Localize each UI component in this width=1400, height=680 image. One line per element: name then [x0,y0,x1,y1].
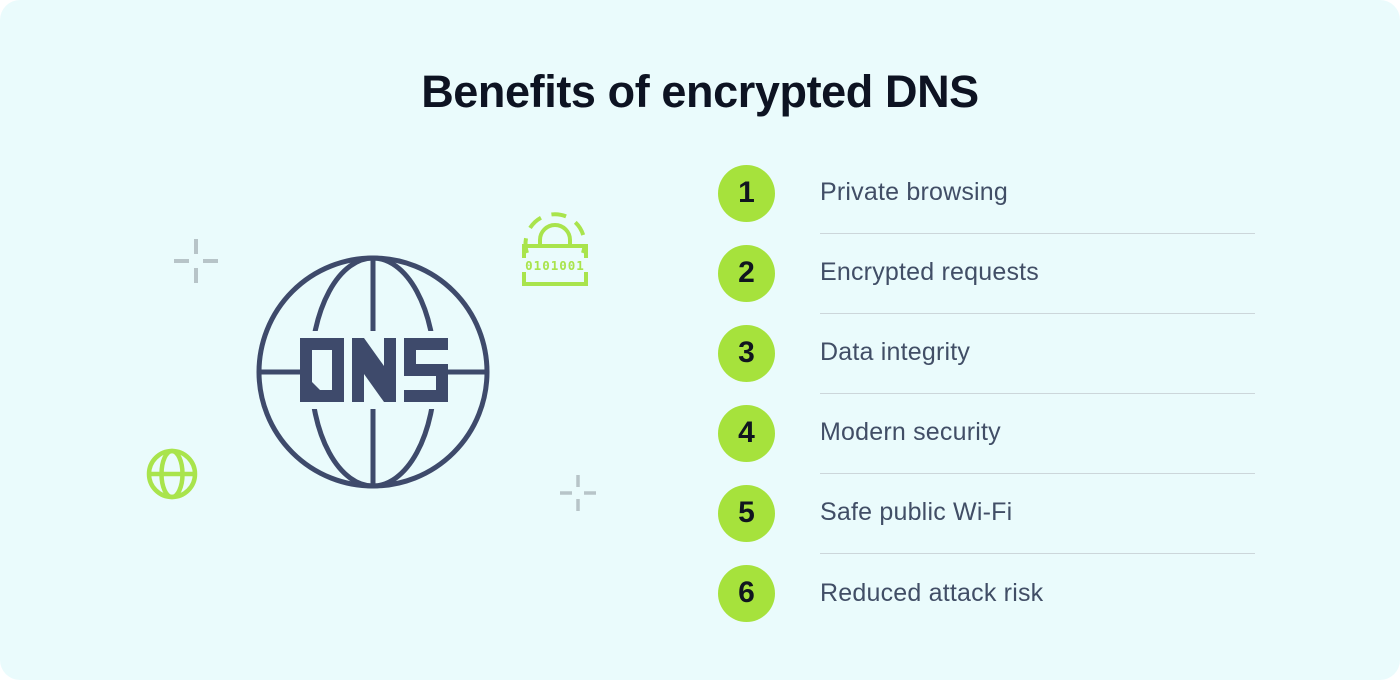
list-item: 3 Data integrity [718,313,1255,394]
number-badge: 5 [718,484,775,542]
number-badge: 2 [718,244,775,302]
globe-circle [256,255,490,489]
benefit-label: Modern security [820,393,1255,474]
crosshair-mark-small [560,475,596,511]
crosshair-mark-large [174,239,218,283]
dns-label [300,338,448,402]
benefits-list: 1 Private browsing 2 Encrypted requests … [718,153,1255,633]
benefit-label: Private browsing [820,153,1255,234]
list-item: 1 Private browsing [718,153,1255,234]
globe-label-band [294,331,454,409]
list-item: 2 Encrypted requests [718,233,1255,314]
globe-curved-meridians [308,255,438,489]
benefit-label: Safe public Wi-Fi [820,473,1255,554]
benefit-label: Encrypted requests [820,233,1255,314]
list-item: 6 Reduced attack risk [718,553,1255,633]
benefit-label: Data integrity [820,313,1255,394]
number-badge: 1 [718,164,775,222]
padlock-shackle [538,223,572,246]
padlock-dashed-halo [523,212,587,254]
padlock-body-top [522,244,588,258]
list-item: 5 Safe public Wi-Fi [718,473,1255,554]
number-badge: 3 [718,324,775,382]
benefit-label: Reduced attack risk [820,578,1044,607]
padlock-binary-text: 0101001 [525,258,585,273]
number-badge: 4 [718,404,775,462]
list-item: 4 Modern security [718,393,1255,474]
globe-icon [146,448,198,500]
padlock-body-bottom [522,272,588,286]
padlock-icon: 0101001 [522,212,588,286]
number-badge: 6 [718,564,775,622]
page-title: Benefits of encrypted DNS [421,66,979,117]
dns-globe-illustration [256,255,490,489]
